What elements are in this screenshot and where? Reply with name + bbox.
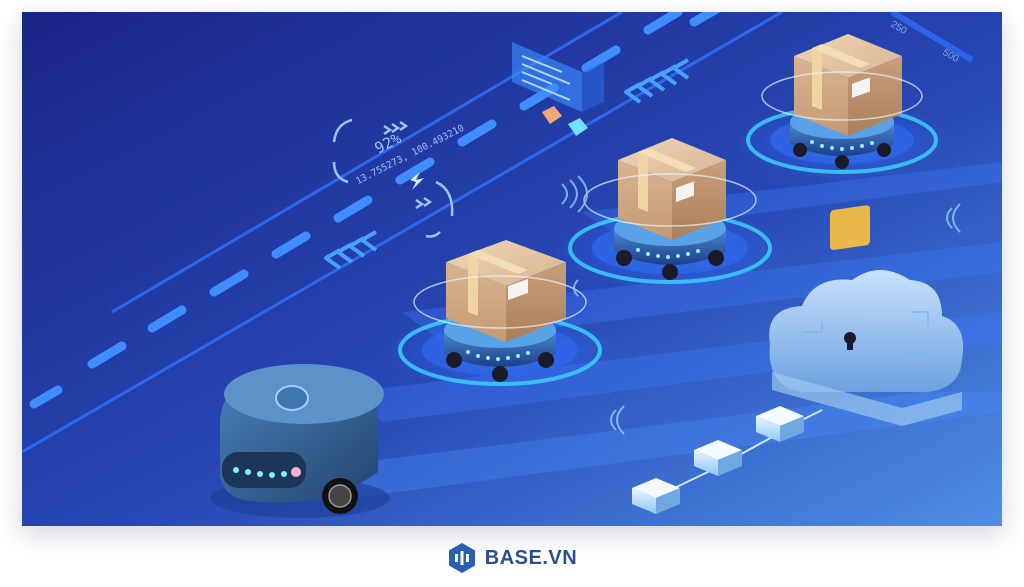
lock-icon	[844, 332, 856, 350]
lightning-icon	[410, 172, 424, 190]
brand-name: BASE.VN	[484, 546, 578, 569]
large-autonomous-robot	[210, 364, 390, 518]
illustration-frame: 92% 13.755273, 100.493210 250	[22, 12, 1002, 526]
delivery-robot-with-box-1	[382, 240, 618, 394]
secure-cloud	[769, 205, 964, 426]
brand-footer: BASE.VN	[0, 540, 1024, 576]
dashed-route-line	[29, 12, 721, 409]
chevron-arrows-icon	[324, 58, 690, 270]
delivery-robot-with-box-3	[732, 34, 952, 182]
hud-screen-panel	[512, 42, 604, 136]
hud-brackets	[332, 118, 454, 238]
delivery-robot-with-box-2	[552, 138, 788, 292]
network-nodes	[632, 406, 823, 514]
base-vn-logo-icon	[447, 542, 477, 574]
warehouse-robots-illustration: 92% 13.755273, 100.493210 250	[22, 12, 1002, 526]
wireless-signal-icons	[561, 175, 961, 435]
